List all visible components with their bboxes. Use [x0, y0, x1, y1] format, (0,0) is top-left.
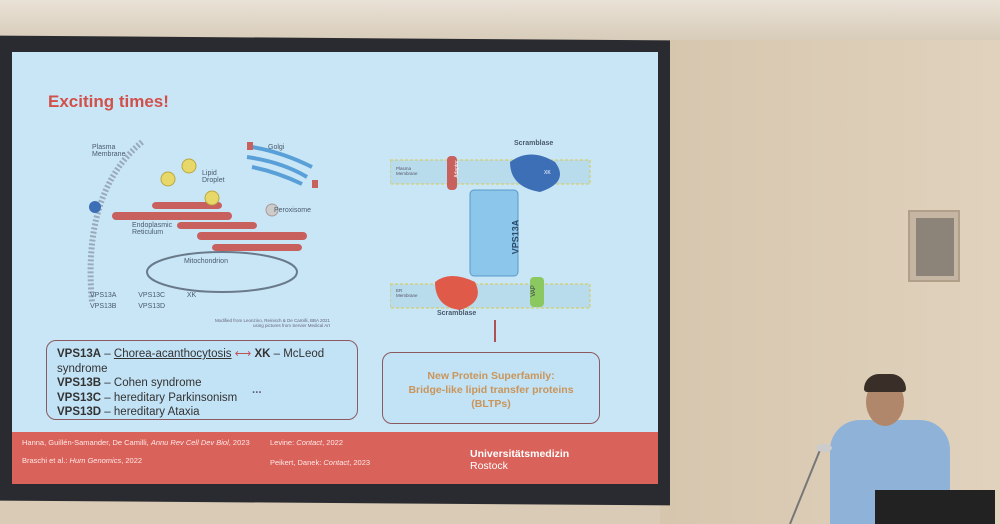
dash: – [101, 406, 114, 418]
wall-panel [908, 210, 960, 282]
speaker-hair [864, 374, 906, 392]
disease: hereditary Ataxia [113, 406, 200, 418]
ellipsis: ... [252, 384, 262, 396]
label-er-membrane: ER Membrane [396, 288, 418, 298]
label-er: Endoplasmic Reticulum [132, 222, 173, 236]
label-golgi: Golgi [268, 144, 285, 151]
vps13a-shape [469, 189, 519, 277]
double-arrow-icon: ⟷ [234, 348, 252, 360]
disease-row-vps13c: VPS13C – hereditary Parkinsonism [57, 391, 347, 406]
er-scramblase-shape [435, 276, 478, 310]
label-lipid-droplet: Lipid Droplet [202, 170, 225, 184]
vps13a-bridge-diagram [390, 154, 591, 310]
gene: VPS13D [57, 406, 102, 418]
label-vps13a: VPS13A [510, 219, 521, 255]
citation-3: Levine: Contact, 2022 [270, 438, 343, 447]
label-scramblase-bottom: Scramblase [437, 310, 477, 317]
disease: hereditary Parkinsonism [113, 391, 238, 404]
disease: McLeod syndrome [57, 348, 325, 375]
bltp-line-3: (BLTPs) [471, 398, 511, 410]
disease-list-box: VPS13A – Chorea-acanthocytosis ⟷ XK – Mc… [46, 340, 358, 420]
dash: – [101, 348, 114, 360]
legend-vps13a: VPS13A [90, 292, 117, 299]
vap-shape [530, 277, 544, 307]
bltp-line-1: New Protein Superfamily: [427, 370, 555, 382]
dash: – [101, 377, 114, 389]
xk-protein-icon [89, 201, 101, 213]
label-plasma-membrane: Plasma Membrane [92, 144, 126, 158]
citation-4: Peikert, Danek: Contact, 2023 [270, 458, 371, 467]
label-mitochondrion: Mitochondrion [184, 258, 228, 265]
bltp-box: New Protein Superfamily: Bridge-like lip… [382, 352, 600, 424]
microphone-icon [789, 444, 832, 524]
label-xk: XK [544, 170, 551, 176]
dash: – [101, 391, 114, 404]
citation-1: Hanna, Guillén-Samander, De Camilli, Ann… [22, 438, 250, 447]
gene: VPS13B [57, 377, 102, 389]
label-vap: VAP [530, 285, 537, 297]
label-adaptor: Adaptor [453, 160, 460, 178]
xk-scramblase-shape [510, 154, 560, 192]
legend-vps13d: VPS13D [138, 303, 166, 310]
cell-diagram [87, 139, 318, 303]
legend-xk: XK [186, 292, 197, 299]
gene-xk: XK [254, 348, 271, 360]
ceiling [0, 0, 1000, 40]
disease: Cohen syndrome [113, 377, 202, 389]
label-plasma-membrane-2: Plasma Membrane [396, 166, 418, 176]
gene: VPS13C [57, 391, 102, 404]
gene: VPS13A [57, 348, 102, 360]
disease: Chorea-acanthocytosis [113, 348, 232, 360]
disease-row-vps13b: VPS13B – Cohen syndrome [57, 376, 347, 391]
citation-2: Braschi et al.: Hum Genomics, 2022 [22, 456, 143, 465]
podium [875, 490, 995, 524]
presentation-slide: Exciting times! Plasma Membrane Lipid Dr… [12, 52, 658, 484]
adaptor-shape [447, 156, 457, 190]
arrow-down-icon [494, 320, 496, 342]
slide-footer: Hanna, Guillén-Samander, De Camilli, Ann… [12, 432, 658, 484]
slide-title: Exciting times! [48, 92, 169, 111]
disease-row-vps13a: VPS13A – Chorea-acanthocytosis ⟷ XK – Mc… [57, 347, 347, 376]
legend-vps13b: VPS13B [90, 303, 117, 310]
disease-row-vps13d: VPS13D – hereditary Ataxia [57, 405, 347, 420]
cell-legend: VPS13A VPS13C XK VPS13B VPS13D [90, 292, 210, 310]
figure-credit: Modified from Leonzino, Reinisch & De Ca… [190, 318, 330, 328]
legend-vps13c: VPS13C [138, 292, 166, 299]
label-peroxisome: Peroxisome [274, 207, 311, 214]
dash: – [270, 348, 284, 360]
bltp-line-2: Bridge-like lipid transfer proteins [408, 384, 574, 396]
credit-line-2: using pictures from Servier Medical Art [252, 323, 330, 328]
label-scramblase-top: Scramblase [514, 140, 554, 147]
credit-line-1: Modified from Leonzino, Reinisch & De Ca… [214, 318, 330, 323]
